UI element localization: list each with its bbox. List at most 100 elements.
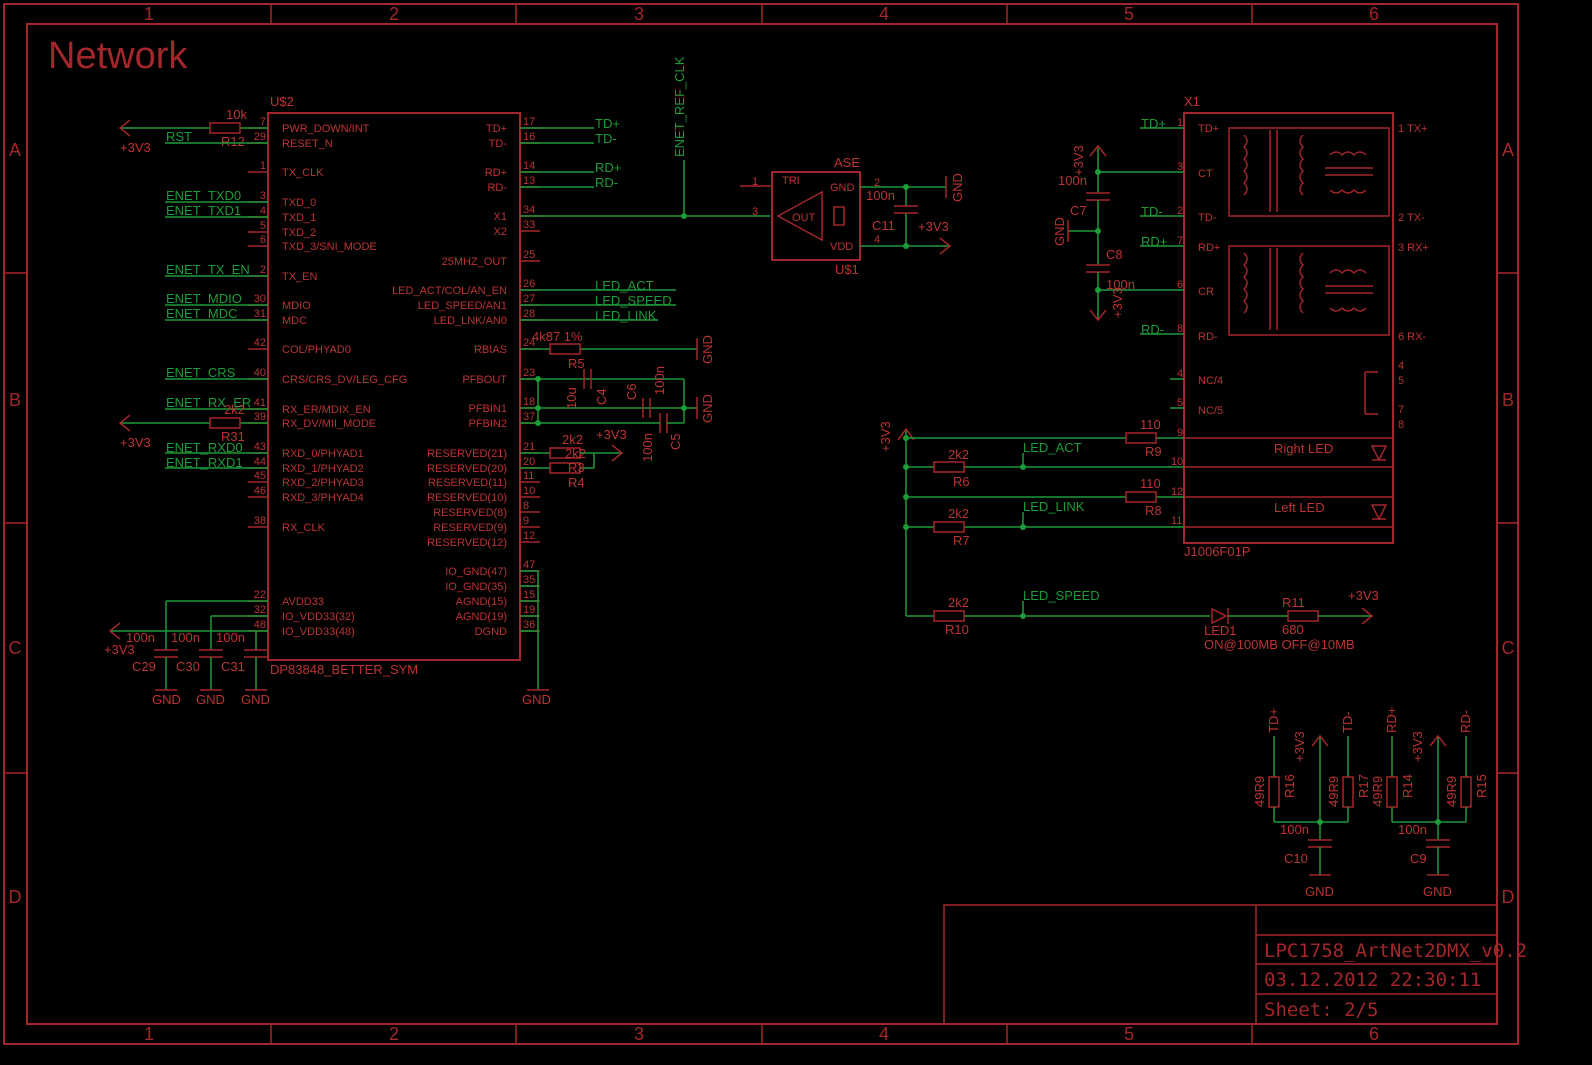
- svg-text:RD-: RD-: [1141, 322, 1164, 337]
- pin-name: IO_GND(47): [445, 566, 507, 578]
- svg-text:100n: 100n: [866, 188, 895, 203]
- led-drive-circuit: +3V3 110 R9 2k2 R6 LED_ACT 110 R8 2k2 R7…: [878, 417, 1379, 652]
- pin-name: IO_VDD33(48): [282, 626, 355, 638]
- pin-name: LED_SPEED/AN1: [418, 300, 507, 312]
- pin-number: 38: [254, 515, 266, 527]
- pin-number: 42: [254, 337, 266, 349]
- svg-text:6 RX-: 6 RX-: [1398, 331, 1426, 343]
- svg-text:R6: R6: [953, 474, 970, 489]
- cap-c4: [583, 369, 592, 389]
- cap-c5: [659, 413, 668, 433]
- pin-number: 22: [254, 589, 266, 601]
- pin-name: TX_EN: [282, 271, 318, 283]
- r31-resistor: [209, 417, 241, 429]
- pin-number: 17: [523, 116, 535, 128]
- pin-name: CRS/CRS_DV/LEG_CFG: [282, 374, 407, 386]
- svg-text:100n: 100n: [640, 433, 655, 462]
- svg-text:TD-: TD-: [1141, 204, 1163, 219]
- pin-name: 25MHZ_OUT: [442, 256, 508, 268]
- r8-resistor: [1125, 491, 1157, 503]
- r5-resistor: [549, 343, 581, 355]
- pin-number: 41: [254, 397, 266, 409]
- x1-magjack[interactable]: X1 J1006F01P TD+ CT TD- RD+ CR RD- NC/4 …: [1098, 94, 1429, 559]
- svg-text:C6: C6: [624, 383, 639, 400]
- svg-text:CR: CR: [1198, 286, 1214, 298]
- svg-text:R5: R5: [568, 356, 585, 371]
- svg-text:R3: R3: [568, 460, 585, 475]
- pin-number: 48: [254, 619, 266, 631]
- pin-number: 5: [260, 220, 266, 232]
- svg-text:Right LED: Right LED: [1274, 441, 1333, 456]
- svg-text:3: 3: [752, 206, 758, 218]
- svg-text:8: 8: [1177, 323, 1183, 335]
- svg-text:+3V3: +3V3: [1110, 287, 1125, 318]
- svg-text:RD+: RD+: [1384, 707, 1399, 733]
- svg-text:TD+: TD+: [1198, 123, 1219, 135]
- pin-number: 24: [523, 337, 535, 349]
- svg-text:ENET_TX_EN: ENET_TX_EN: [166, 262, 250, 277]
- pin-number: 3: [260, 190, 266, 202]
- svg-text:+3V3: +3V3: [596, 427, 627, 442]
- left-side-nets: +3V3 10k R12 RST ENET_TXD0 ENET_TXD1 ENE…: [104, 107, 270, 707]
- svg-text:RD+: RD+: [1198, 242, 1220, 254]
- svg-text:LED_SPEED: LED_SPEED: [595, 293, 672, 308]
- svg-text:TRI: TRI: [782, 175, 800, 187]
- schematic-sheet: 1 2 3 4 5 6 1 2 3 4 5 6 A B C D A B C D …: [3, 3, 1527, 1045]
- svg-text:3 RX+: 3 RX+: [1398, 242, 1429, 254]
- pin-number: 35: [523, 574, 535, 586]
- r15-resistor: [1460, 776, 1472, 808]
- r16-resistor: [1268, 776, 1280, 808]
- col-label: 5: [1124, 4, 1134, 24]
- pin-name: TX_CLK: [282, 167, 324, 179]
- pin-name: TD+: [486, 123, 507, 135]
- pin-number: 16: [523, 131, 535, 143]
- pin-name: RX_CLK: [282, 522, 325, 534]
- svg-text:680: 680: [1282, 622, 1304, 637]
- pin-number: 19: [523, 604, 535, 616]
- svg-text:100n: 100n: [1058, 173, 1087, 188]
- pin-number: 32: [254, 604, 266, 616]
- svg-text:ASE: ASE: [834, 155, 860, 170]
- row-label: D: [9, 887, 22, 907]
- svg-text:LED_ACT: LED_ACT: [595, 278, 654, 293]
- ase-oscillator[interactable]: ASE U$1 TRI OUT GND VDD 1 3 2 4 GND 100n…: [740, 155, 965, 277]
- svg-text:LED_SPEED: LED_SPEED: [1023, 588, 1100, 603]
- svg-text:49R9: 49R9: [1326, 776, 1341, 807]
- svg-text:GND: GND: [1052, 217, 1067, 246]
- pin-name: RBIAS: [474, 344, 507, 356]
- pin-name: RXD_2/PHYAD3: [282, 477, 364, 489]
- row-label: B: [9, 390, 21, 410]
- svg-text:100n: 100n: [1280, 822, 1309, 837]
- svg-text:NC/5: NC/5: [1198, 405, 1223, 417]
- pin-name: PFBIN1: [468, 403, 507, 415]
- svg-text:110: 110: [1140, 476, 1161, 491]
- pin-number: 15: [523, 589, 535, 601]
- svg-text:6: 6: [1177, 279, 1183, 291]
- col-label: 2: [389, 1024, 399, 1044]
- svg-text:100n: 100n: [216, 630, 245, 645]
- pin-name: RD-: [487, 182, 507, 194]
- svg-text:RD-: RD-: [1198, 331, 1218, 343]
- u2-pin: 2TX_EN: [248, 264, 318, 283]
- svg-text:7: 7: [1398, 404, 1404, 416]
- pin-name: RESET_N: [282, 138, 333, 150]
- pin-number: 14: [523, 160, 535, 172]
- svg-text:+3V3: +3V3: [1410, 731, 1425, 762]
- cap-c6: [642, 398, 651, 418]
- u2-phy-chip[interactable]: U$2 DP83848_BETTER_SYM 7PWR_DOWN/INT29RE…: [248, 94, 540, 677]
- outer-frame: [3, 3, 1519, 1045]
- svg-text:4: 4: [1177, 368, 1183, 380]
- svg-text:TD-: TD-: [595, 131, 617, 146]
- svg-text:X1: X1: [1184, 94, 1200, 109]
- svg-text:R15: R15: [1474, 774, 1489, 798]
- svg-text:2 TX-: 2 TX-: [1398, 212, 1425, 224]
